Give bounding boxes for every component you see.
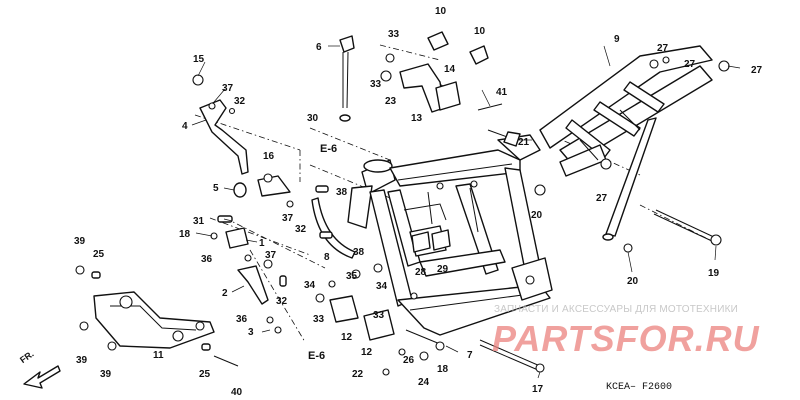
callout-38b: 38 (353, 247, 365, 258)
callout-18a: 18 (179, 229, 191, 240)
callout-numbers: 1 2 3 4 5 6 7 8 9 10 10 11 12 12 13 14 1… (74, 6, 763, 398)
callout-12b: 12 (361, 347, 373, 358)
callout-9: 9 (614, 34, 620, 45)
section-ref-upper[interactable]: E-6 (320, 143, 337, 155)
callout-33d: 33 (373, 310, 385, 321)
callout-31: 31 (193, 216, 205, 227)
callout-29: 29 (437, 264, 449, 275)
callout-3: 3 (248, 327, 254, 338)
callout-20a: 20 (531, 210, 543, 221)
callout-25a: 25 (93, 249, 105, 260)
callout-37b: 37 (282, 213, 294, 224)
callout-13: 13 (411, 113, 423, 124)
watermark-tagline: ЗАПЧАСТИ И АКСЕССУАРЫ ДЛЯ МОТОТЕХНИКИ (494, 304, 739, 315)
callout-34b: 34 (304, 280, 316, 291)
callout-39c: 39 (100, 369, 112, 380)
callout-14: 14 (444, 64, 456, 75)
callout-25b: 25 (199, 369, 211, 380)
callout-17: 17 (532, 384, 544, 395)
callout-41: 41 (496, 87, 508, 98)
watermark-brand: PARTSFOR.RU (492, 318, 760, 359)
callout-39b: 39 (76, 355, 88, 366)
callout-27a: 27 (657, 43, 669, 54)
callout-12a: 12 (341, 332, 353, 343)
callout-37c: 37 (265, 250, 277, 261)
front-direction-arrow (23, 365, 61, 389)
callout-21: 21 (518, 137, 530, 148)
callout-36b: 36 (236, 314, 248, 325)
callout-40: 40 (231, 387, 243, 398)
callout-4: 4 (182, 121, 188, 132)
callout-23: 23 (385, 96, 397, 107)
callout-33c: 33 (313, 314, 325, 325)
callout-32b: 32 (295, 224, 307, 235)
callout-8: 8 (324, 252, 330, 263)
callout-26: 26 (403, 355, 415, 366)
callout-38a: 38 (336, 187, 348, 198)
callout-37a: 37 (222, 83, 234, 94)
section-ref-lower[interactable]: E-6 (308, 350, 325, 362)
callout-35: 35 (346, 271, 358, 282)
rear-subframe (539, 45, 713, 241)
callout-19: 19 (708, 268, 720, 279)
callout-33a: 33 (388, 29, 400, 40)
callout-15: 15 (193, 54, 205, 65)
callout-16: 16 (263, 151, 275, 162)
callout-28: 28 (415, 267, 427, 278)
small-parts (75, 31, 730, 376)
callout-27b: 27 (684, 59, 696, 70)
callout-7: 7 (467, 350, 473, 361)
callout-32a: 32 (234, 96, 246, 107)
callout-20b: 20 (627, 276, 639, 287)
diagram-code: KCEA– F2600 (606, 382, 673, 393)
callout-33b: 33 (370, 79, 382, 90)
callout-leaders (191, 45, 741, 379)
callout-34a: 34 (376, 281, 388, 292)
callout-32c: 32 (276, 296, 288, 307)
callout-6: 6 (316, 42, 322, 53)
callout-5: 5 (213, 183, 219, 194)
callout-24: 24 (418, 377, 430, 388)
callout-2: 2 (222, 288, 228, 299)
callout-1: 1 (259, 238, 265, 249)
callout-10b: 10 (474, 26, 486, 37)
callout-36a: 36 (201, 254, 213, 265)
callout-22: 22 (352, 369, 364, 380)
callout-11: 11 (153, 350, 164, 361)
callout-18b: 18 (437, 364, 449, 375)
callout-39a: 39 (74, 236, 86, 247)
callout-10a: 10 (435, 6, 447, 17)
callout-27d: 27 (596, 193, 608, 204)
callout-30: 30 (307, 113, 319, 124)
callout-27c: 27 (751, 65, 763, 76)
